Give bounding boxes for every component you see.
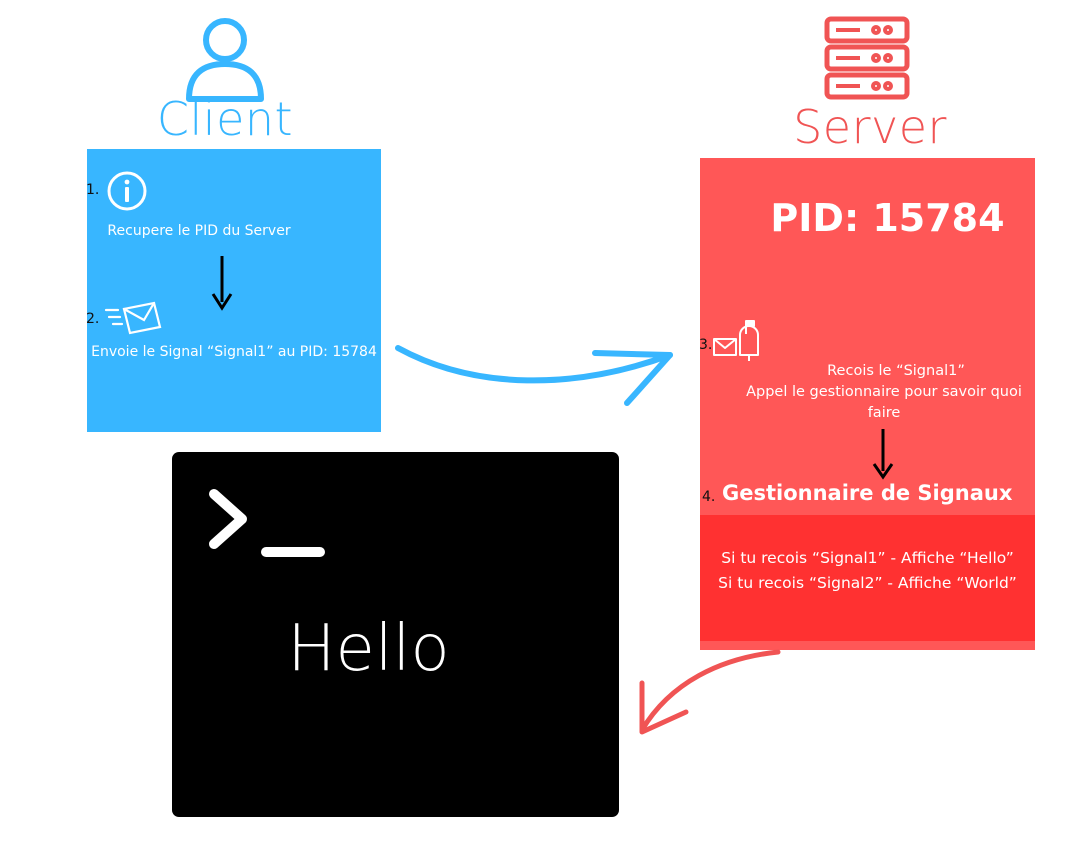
server-icon — [824, 16, 910, 100]
step-2-text: Envoie le Signal “Signal1” au PID: 15784 — [91, 344, 377, 360]
mailbox-icon — [713, 320, 759, 361]
step-3-line-2: Appel le gestionnaire pour savoir quoi — [746, 384, 1022, 400]
client-box — [87, 149, 381, 432]
step-3-line-3: faire — [867, 405, 901, 421]
handler-rule-2: Si tu recois “Signal2” - Affiche “World” — [718, 574, 1017, 592]
terminal-output: Hello — [287, 612, 450, 686]
signal-handler-box — [700, 515, 1035, 641]
server-title: Server — [793, 100, 947, 154]
step-2-number: 2. — [86, 311, 100, 327]
step-1-text: Recupere le PID du Server — [107, 223, 291, 239]
step-3-number: 3. — [699, 337, 713, 353]
red-curved-arrow — [639, 649, 781, 735]
terminal-window — [172, 452, 619, 817]
blue-curved-arrow — [395, 345, 673, 406]
step-1-number: 1. — [86, 182, 100, 198]
client-title: Client — [156, 92, 294, 146]
step-4-number: 4. — [702, 489, 716, 505]
step-3-line-1: Recois le “Signal1” — [827, 363, 965, 379]
info-icon — [107, 171, 147, 211]
signal-handler-title: Gestionnaire de Signaux — [722, 481, 1013, 505]
down-arrow-client — [211, 256, 233, 311]
down-arrow-server — [872, 429, 894, 480]
user-icon — [186, 18, 264, 102]
terminal-prompt-icon — [209, 489, 325, 557]
handler-rule-1: Si tu recois “Signal1” - Affiche “Hello” — [721, 549, 1014, 567]
envelope-send-icon — [104, 301, 162, 335]
server-pid: PID: 15784 — [770, 196, 1005, 240]
